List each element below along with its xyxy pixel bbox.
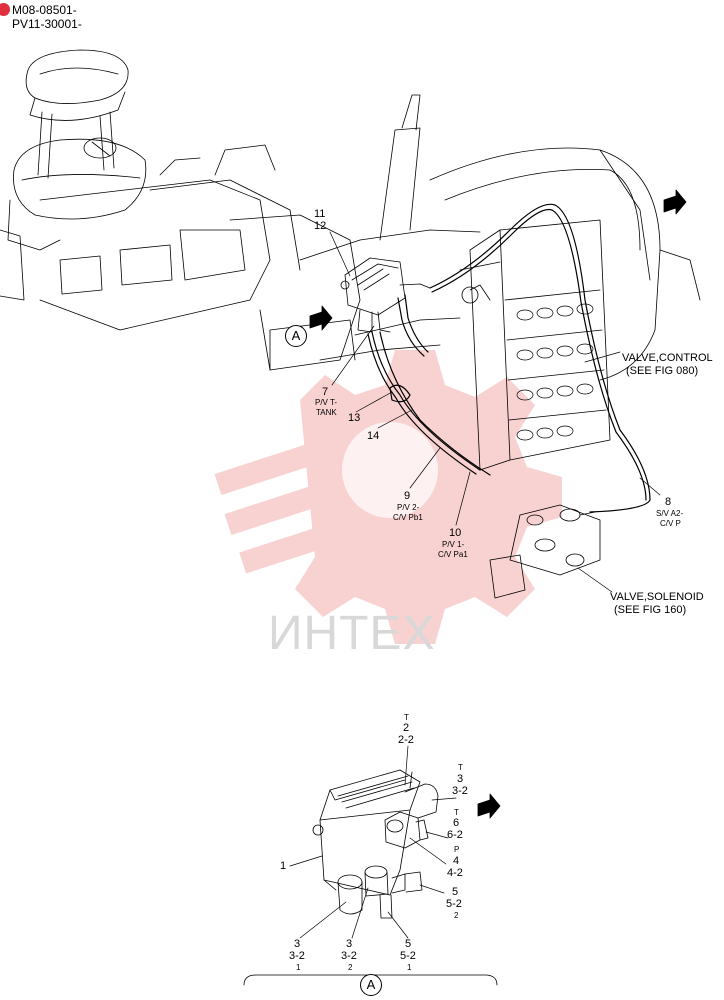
detail-part-3-2-a[interactable]: 3-2	[289, 950, 305, 962]
detail-part-3-2[interactable]: 3-2	[452, 785, 468, 797]
leader-lines	[329, 231, 661, 593]
control-valve-illustration	[459, 219, 611, 471]
detail-part-4-2[interactable]: 4-2	[447, 867, 463, 879]
detail-part-3-a[interactable]: 3	[294, 938, 301, 950]
part-9-desc-1: P/V 2-	[397, 503, 420, 512]
part-label-9[interactable]: 9	[404, 490, 411, 502]
ref-control-valve-1[interactable]: VALVE,CONTROL	[622, 352, 713, 364]
arrow-right-top	[663, 189, 687, 215]
part-8-desc-2: C/V P	[660, 519, 681, 528]
detail-part-6-2[interactable]: 6-2	[447, 829, 463, 841]
detail-t-3: T	[458, 763, 463, 772]
part-8-desc-1: S/V A2-	[656, 509, 684, 518]
detail-view-a-marker[interactable]: A	[360, 974, 382, 996]
body-illustration	[429, 147, 701, 381]
detail-part-5-b[interactable]: 5	[405, 938, 412, 950]
detail-sub-3-b: 2	[348, 963, 353, 972]
detail-sub-5-right: 2	[454, 911, 459, 920]
detail-sub-3-a: 1	[296, 963, 301, 972]
seat-illustration	[0, 49, 147, 301]
detail-part-3-2-b[interactable]: 3-2	[341, 950, 357, 962]
header-marker-icon	[0, 3, 10, 16]
detail-part-5-2-right[interactable]: 5-2	[446, 898, 462, 910]
arrow-right-detail	[477, 793, 501, 819]
part-10-desc-2: C/V Pa1	[438, 550, 468, 559]
ref-solenoid-valve-1[interactable]: VALVE,SOLENOID	[610, 591, 704, 603]
part-label-10[interactable]: 10	[449, 527, 462, 539]
part-label-12[interactable]: 12	[314, 220, 327, 232]
detail-sub-5-b: 1	[407, 963, 412, 972]
detail-part-6[interactable]: 6	[453, 817, 460, 829]
part-label-8[interactable]: 8	[665, 496, 672, 508]
part-label-7[interactable]: 7	[322, 386, 329, 398]
detail-p-4: P	[454, 845, 460, 854]
part-7-desc-2: TANK	[316, 408, 337, 417]
detail-view-drawing	[243, 745, 501, 986]
ref-control-valve-2[interactable]: (SEE FIG 080)	[626, 365, 699, 377]
detail-part-5-right[interactable]: 5	[452, 886, 459, 898]
detail-part-3-b[interactable]: 3	[346, 938, 353, 950]
part-label-11[interactable]: 11	[314, 208, 326, 220]
detail-part-2-2[interactable]: 2-2	[398, 734, 414, 746]
model-range-2: PV11-30001-	[12, 17, 82, 31]
part-10-desc-1: P/V 1-	[442, 540, 465, 549]
ref-solenoid-valve-2[interactable]: (SEE FIG 160)	[614, 604, 687, 616]
arrow-a-main	[309, 305, 333, 331]
detail-part-2[interactable]: 2	[403, 722, 410, 734]
frame-illustration	[39, 94, 481, 371]
detail-part-3[interactable]: 3	[457, 773, 464, 785]
hose-lines	[367, 203, 651, 513]
view-a-marker[interactable]: A	[285, 325, 307, 347]
part-7-desc-1: P/V T-	[315, 398, 338, 407]
detail-t-top: T	[404, 713, 409, 722]
detail-part-4[interactable]: 4	[453, 855, 460, 867]
solenoid-valve-illustration	[489, 504, 601, 599]
detail-t-6: T	[454, 808, 459, 817]
part-label-14[interactable]: 14	[367, 430, 380, 442]
model-range-1: M08-08501-	[12, 3, 77, 17]
watermark-text: ИНТЕХ	[268, 607, 436, 660]
detail-part-1[interactable]: 1	[280, 860, 287, 872]
detail-part-5-2-b[interactable]: 5-2	[400, 950, 416, 962]
part-label-13[interactable]: 13	[348, 412, 361, 424]
part-9-desc-2: C/V Pb1	[393, 513, 423, 522]
